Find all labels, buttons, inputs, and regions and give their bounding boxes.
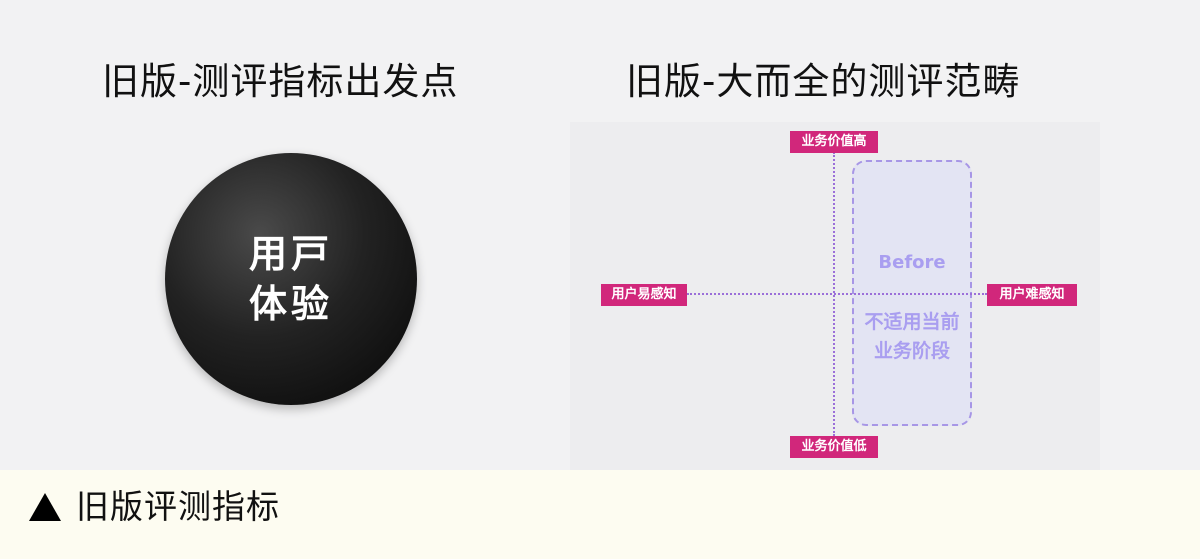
horizontal-axis bbox=[687, 293, 987, 295]
user-experience-circle: 用戸 体验 bbox=[165, 153, 417, 405]
caption-bar bbox=[0, 470, 1200, 559]
circle-label-line1: 用戸 bbox=[248, 232, 333, 276]
circle-label-line2: 体验 bbox=[248, 282, 333, 326]
axis-tag-right: 用户难感知 bbox=[987, 284, 1077, 306]
left-title: 旧版-测评指标出发点 bbox=[102, 60, 459, 103]
axis-tag-bottom: 业务价值低 bbox=[790, 436, 878, 458]
region-description: 不适用当前 业务阶段 bbox=[852, 308, 972, 366]
region-label: Before bbox=[878, 252, 946, 273]
axis-tag-top: 业务价值高 bbox=[790, 131, 878, 153]
axis-tag-left: 用户易感知 bbox=[601, 284, 687, 306]
triangle-up-icon bbox=[29, 493, 61, 521]
region-description-line2: 业务阶段 bbox=[873, 340, 950, 362]
right-title: 旧版-大而全的测评范畴 bbox=[626, 60, 1021, 103]
caption-text: 旧版评测指标 bbox=[76, 487, 280, 526]
region-description-line1: 不适用当前 bbox=[864, 311, 960, 333]
